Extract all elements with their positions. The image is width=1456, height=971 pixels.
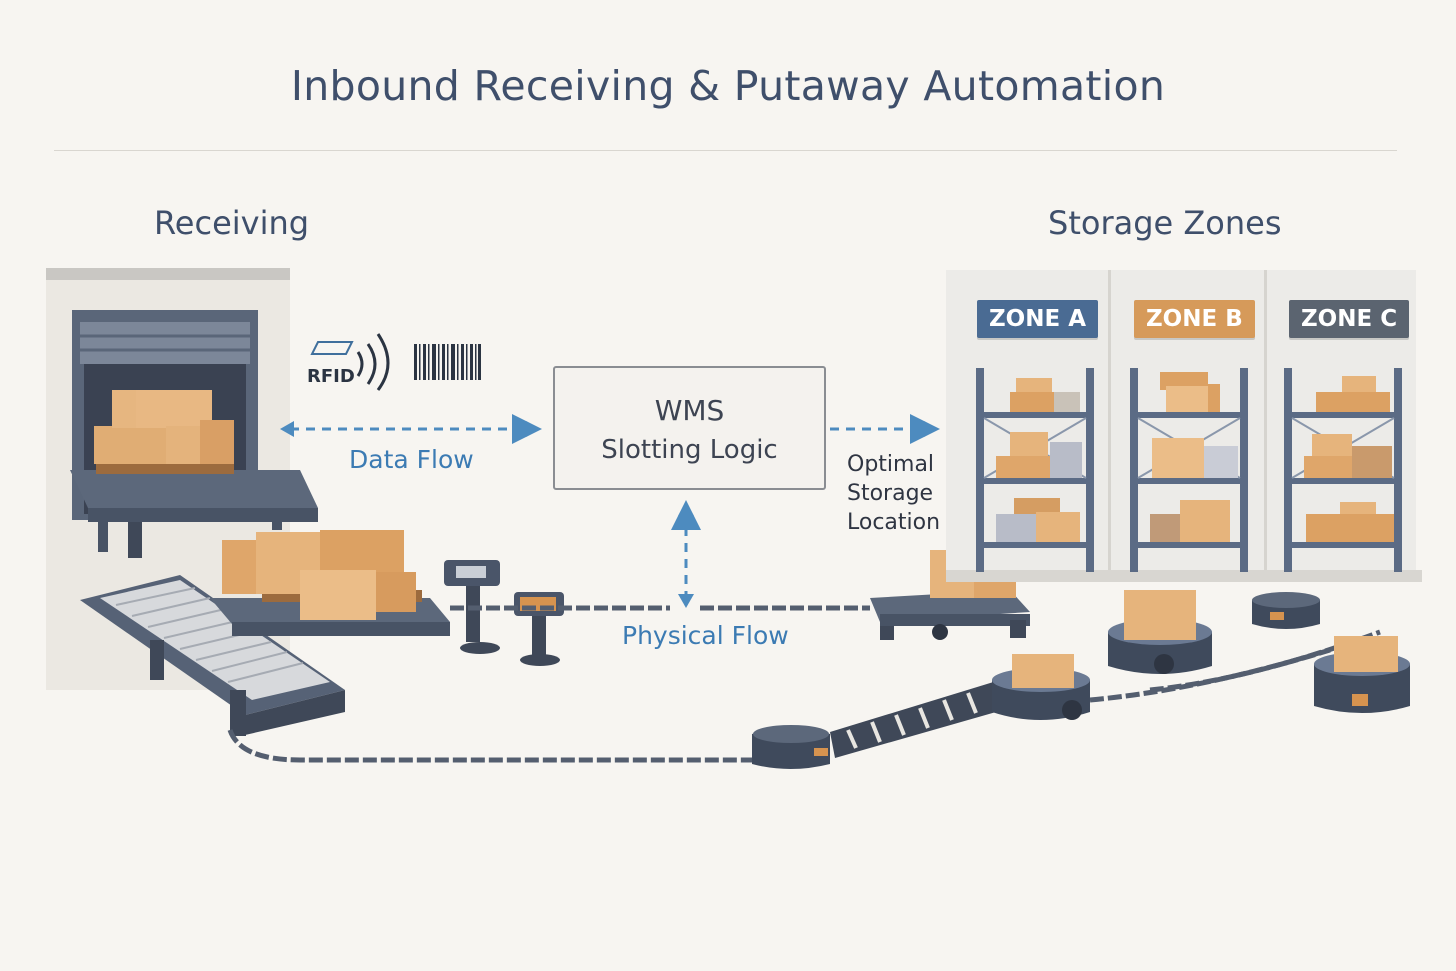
rfid-label: RFID	[307, 366, 355, 387]
amr-robot-with-box	[1314, 636, 1410, 713]
data-flow-arrow	[290, 414, 940, 600]
amr-robot-with-box	[1108, 590, 1212, 674]
optimal-line: Location	[847, 510, 941, 535]
optimal-storage-location-label: Optimal Storage Location	[847, 450, 940, 537]
wms-subtitle: Slotting Logic	[601, 435, 778, 465]
amr-robot	[752, 725, 830, 769]
receiving-conveyor	[80, 530, 450, 736]
optimal-line: Optimal	[847, 452, 935, 477]
arrowhead-down	[678, 594, 694, 608]
wms-title: WMS	[654, 394, 725, 427]
receiving-heading: Receiving	[154, 204, 310, 242]
barcode-scanner-stations	[444, 560, 564, 666]
zone-b-badge: ZONE B	[1134, 300, 1255, 338]
page-title: Inbound Receiving & Putaway Automation	[290, 62, 1166, 110]
data-flow-label: Data Flow	[349, 445, 474, 474]
zone-a-badge: ZONE A	[977, 300, 1098, 338]
zone-c-badge: ZONE C	[1289, 300, 1410, 338]
rack-zone-b	[1130, 368, 1248, 572]
arrowhead-right	[526, 421, 540, 437]
rack-zone-c	[1284, 368, 1402, 572]
rfid-icon	[310, 333, 390, 391]
physical-flow-label: Physical Flow	[622, 621, 789, 650]
amr-robot	[1252, 592, 1320, 629]
optimal-line: Storage	[847, 481, 934, 506]
title-divider	[54, 150, 1397, 151]
arrowhead-left	[280, 421, 294, 437]
arrowhead-storage	[924, 421, 938, 437]
barcode-icon	[414, 344, 481, 380]
wms-slotting-box: WMS Slotting Logic	[553, 366, 826, 490]
amr-robot-with-box	[992, 654, 1090, 720]
arrowhead-up	[678, 502, 694, 516]
storage-zones-heading: Storage Zones	[1048, 204, 1282, 242]
inclined-conveyor	[830, 680, 1010, 758]
rack-zone-a	[976, 368, 1094, 572]
